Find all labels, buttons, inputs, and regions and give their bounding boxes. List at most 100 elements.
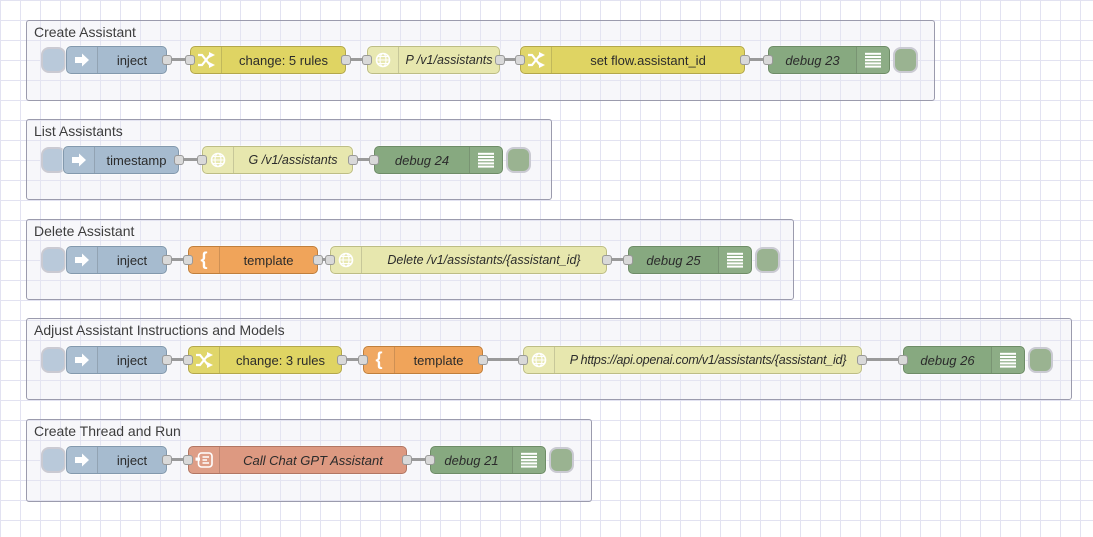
inject-button[interactable] [41,47,66,73]
inject-arrow-icon [67,447,98,473]
output-port[interactable] [337,355,347,365]
input-port[interactable] [183,255,193,265]
globe-icon [524,347,555,373]
input-port[interactable] [518,355,528,365]
input-port[interactable] [325,255,335,265]
input-port[interactable] [358,355,368,365]
node-http-request-post-assistant-id[interactable]: P https://api.openai.com/v1/assistants/{… [523,346,862,374]
input-port[interactable] [763,55,773,65]
input-port[interactable] [623,255,633,265]
node-label: debug 21 [444,452,499,468]
group-label: Adjust Assistant Instructions and Models [34,322,285,338]
wire[interactable] [862,358,903,361]
wire[interactable] [483,358,523,361]
input-port[interactable] [183,355,193,365]
wire[interactable] [167,458,188,461]
node-label: debug 26 [920,352,975,368]
shuffle-icon [521,47,552,73]
node-call-chat-gpt-assistant[interactable]: Call Chat GPT Assistant [188,446,407,474]
node-label: change: 3 rules [236,352,325,368]
inject-button[interactable] [41,247,66,273]
inject-button[interactable] [41,447,66,473]
wire[interactable] [167,58,190,61]
globe-icon [331,247,362,273]
node-debug-23[interactable]: debug 23 [768,46,890,74]
wire[interactable] [745,58,768,61]
node-http-request-get-assistants[interactable]: G /v1/assistants [202,146,353,174]
output-port[interactable] [602,255,612,265]
inject-button[interactable] [41,147,66,173]
debug-list-icon [469,147,502,173]
node-label: change: 5 rules [239,52,328,68]
wire[interactable] [407,458,430,461]
debug-toggle-button[interactable] [506,147,531,173]
output-port[interactable] [162,455,172,465]
debug-list-icon [512,447,545,473]
node-label: template [413,352,464,368]
debug-toggle-button[interactable] [755,247,780,273]
node-http-request-post-assistants[interactable]: P /v1/assistants [367,46,500,74]
inject-button[interactable] [41,347,66,373]
node-inject[interactable]: inject [66,446,167,474]
wire[interactable] [607,258,628,261]
node-template[interactable]: { template [188,246,318,274]
node-inject[interactable]: inject [66,46,167,74]
inject-arrow-icon [67,347,98,373]
node-http-request-delete-assistant[interactable]: Delete /v1/assistants/{assistant_id} [330,246,607,274]
wire[interactable] [342,358,363,361]
input-port[interactable] [183,455,193,465]
wire[interactable] [179,158,202,161]
inject-arrow-icon [64,147,95,173]
wire[interactable] [346,58,367,61]
input-port[interactable] [515,55,525,65]
node-label: P /v1/assistants [405,53,493,67]
debug-toggle-button[interactable] [893,47,918,73]
node-debug-26[interactable]: debug 26 [903,346,1025,374]
output-port[interactable] [162,55,172,65]
input-port[interactable] [369,155,379,165]
output-port[interactable] [478,355,488,365]
node-label: Call Chat GPT Assistant [243,452,383,468]
node-set-flow-assistant-id[interactable]: set flow.assistant_id [520,46,745,74]
output-port[interactable] [740,55,750,65]
node-debug-25[interactable]: debug 25 [628,246,752,274]
node-label: inject [116,252,148,268]
output-port[interactable] [162,355,172,365]
group-label: Create Thread and Run [34,423,181,439]
node-inject[interactable]: inject [66,346,167,374]
node-inject[interactable]: inject [66,246,167,274]
output-port[interactable] [857,355,867,365]
node-label: debug 23 [785,52,840,68]
node-debug-21[interactable]: debug 21 [430,446,546,474]
wire[interactable] [500,58,520,61]
input-port[interactable] [425,455,435,465]
node-label: debug 24 [394,152,450,168]
input-port[interactable] [362,55,372,65]
wire[interactable] [318,258,330,261]
debug-toggle-button[interactable] [549,447,574,473]
node-label: template [243,252,294,268]
output-port[interactable] [341,55,351,65]
wire[interactable] [353,158,374,161]
node-timestamp[interactable]: timestamp [63,146,179,174]
wire[interactable] [167,358,188,361]
output-port[interactable] [313,255,323,265]
debug-toggle-button[interactable] [1028,347,1053,373]
node-debug-24[interactable]: debug 24 [374,146,503,174]
output-port[interactable] [174,155,184,165]
node-template[interactable]: { template [363,346,483,374]
subflow-icon [189,447,220,473]
output-port[interactable] [402,455,412,465]
node-change-5-rules[interactable]: change: 5 rules [190,46,346,74]
input-port[interactable] [197,155,207,165]
input-port[interactable] [185,55,195,65]
output-port[interactable] [348,155,358,165]
node-change-3-rules[interactable]: change: 3 rules [188,346,342,374]
globe-icon [203,147,234,173]
input-port[interactable] [898,355,908,365]
output-port[interactable] [495,55,505,65]
node-label: G /v1/assistants [248,153,338,167]
output-port[interactable] [162,255,172,265]
wire[interactable] [167,258,188,261]
